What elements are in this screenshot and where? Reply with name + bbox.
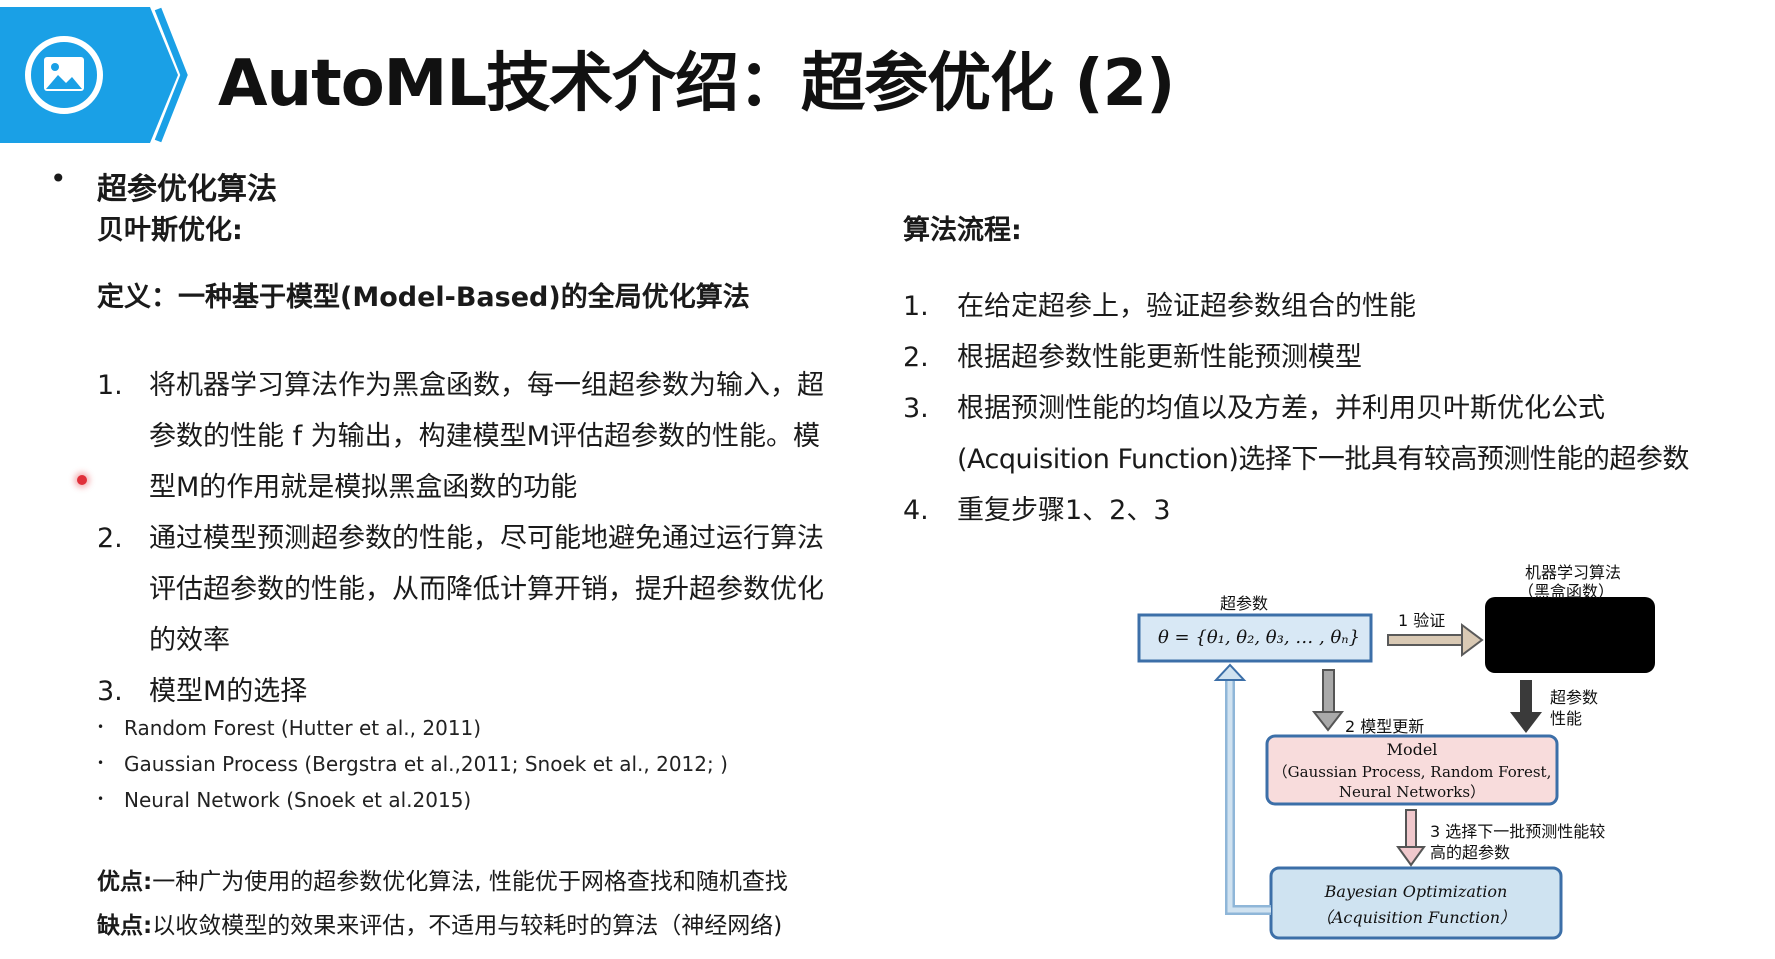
flow-number: 3. <box>903 393 929 424</box>
step-number: 3. <box>97 676 123 707</box>
flow-list: 1. 在给定超参上，验证超参数组合的性能 2. 根据超参数性能更新性能预测模型 … <box>903 281 1763 536</box>
flow-item-2: 2. 根据超参数性能更新性能预测模型 <box>903 332 1763 383</box>
bayesian-diagram: 超参数 θ = {θ₁, θ₂, θ₃, … , θₙ} 机器学习算法 （黑盒函… <box>1130 550 1670 950</box>
image-icon <box>22 33 106 117</box>
blackbox-label-1: 机器学习算法 <box>1525 563 1622 582</box>
flow-number: 2. <box>903 342 929 373</box>
cons-text: 以收敛模型的效果来评估，不适用与较耗时的算法（神经网络) <box>152 913 783 939</box>
cons: 缺点:以收敛模型的效果来评估，不适用与较耗时的算法（神经网络) <box>97 906 782 940</box>
flow-line: 根据超参数性能更新性能预测模型 <box>957 342 1362 373</box>
pros-text: 一种广为使用的超参数优化算法, 性能优于网格查找和随机查找 <box>152 869 788 895</box>
steps-list: 1. 将机器学习算法作为黑盒函数，每一组超参数为输入，超 参数的性能 f 为输出… <box>97 360 857 717</box>
flow-number: 4. <box>903 495 929 526</box>
model-item: • Neural Network (Snoek et al.2015) <box>97 788 817 824</box>
step-line: 型M的作用就是模拟黑盒函数的功能 <box>149 472 578 503</box>
model-item: • Gaussian Process (Bergstra et al.,2011… <box>97 752 817 788</box>
pros-label: 优点: <box>97 869 153 895</box>
step3-label-1: 3 选择下一批预测性能较 <box>1430 822 1606 841</box>
model-text: Neural Network (Snoek et al.2015) <box>124 788 472 812</box>
blackbox-label-2: （黑盒函数） <box>1518 582 1615 601</box>
model-title: Model <box>1386 740 1438 759</box>
step3-label-2: 高的超参数 <box>1430 843 1511 862</box>
step-item-3: 3. 模型M的选择 <box>97 666 857 717</box>
step2-label: 2 模型更新 <box>1345 717 1425 736</box>
flow-line: 在给定超参上，验证超参数组合的性能 <box>957 291 1416 322</box>
step-line: 将机器学习算法作为黑盒函数，每一组超参数为输入，超 <box>149 370 824 401</box>
step-item-2: 2. 通过模型预测超参数的性能，尽可能地避免通过运行算法 评估超参数的性能，从而… <box>97 513 857 666</box>
flow-line: 根据预测性能的均值以及方差，并利用贝叶斯优化公式 <box>957 393 1605 424</box>
model-text: Random Forest (Hutter et al., 2011) <box>124 716 482 740</box>
bullet-dot: • <box>97 756 105 770</box>
flow-item-4: 4. 重复步骤1、2、3 <box>903 485 1763 536</box>
step-line: 通过模型预测超参数的性能，尽可能地避免通过运行算法 <box>149 523 824 554</box>
flow-title: 算法流程: <box>903 215 1022 246</box>
model-list: • Random Forest (Hutter et al., 2011) • … <box>97 716 817 824</box>
pros: 优点:一种广为使用的超参数优化算法, 性能优于网格查找和随机查找 <box>97 862 788 896</box>
model-text: Gaussian Process (Bergstra et al.,2011; … <box>124 752 728 776</box>
step-line: 参数的性能 f 为输出，构建模型M评估超参数的性能。模 <box>149 421 820 452</box>
step-number: 2. <box>97 523 123 554</box>
bullet-dot: • <box>97 792 105 806</box>
step1-label: 1 验证 <box>1398 611 1446 630</box>
flow-line: 重复步骤1、2、3 <box>957 495 1171 526</box>
definition: 定义：一种基于模型(Model-Based)的全局优化算法 <box>97 282 750 313</box>
model-subtitle: （Gaussian Process, Random Forest, <box>1272 763 1552 781</box>
step-number: 1. <box>97 370 123 401</box>
pointer-dot <box>77 475 87 485</box>
bo-subtitle: （Acquisition Function） <box>1315 908 1517 927</box>
header-banner <box>0 7 190 143</box>
flow-number: 1. <box>903 291 929 322</box>
flow-item-1: 1. 在给定超参上，验证超参数组合的性能 <box>903 281 1763 332</box>
bo-title: Bayesian Optimization <box>1324 882 1508 901</box>
section-bullet: • <box>50 162 67 195</box>
cons-label: 缺点: <box>97 913 153 939</box>
hyperparam-label: 超参数 <box>1220 594 1269 613</box>
step-item-1: 1. 将机器学习算法作为黑盒函数，每一组超参数为输入，超 参数的性能 f 为输出… <box>97 360 857 513</box>
bullet-dot: • <box>97 720 105 734</box>
subsection-title: 贝叶斯优化: <box>97 215 243 246</box>
step-line: 的效率 <box>149 625 230 656</box>
flow-line: (Acquisition Function)选择下一批具有较高预测性能的超参数 <box>957 444 1689 475</box>
section-title: 超参优化算法 <box>97 172 277 207</box>
page-title: AutoML技术介绍：超参优化 (2) <box>218 47 1175 121</box>
flow-item-3: 3. 根据预测性能的均值以及方差，并利用贝叶斯优化公式 (Acquisition… <box>903 383 1763 485</box>
step-line: 评估超参数的性能，从而降低计算开销，提升超参数优化 <box>149 574 824 605</box>
diagram-shapes <box>1137 597 1655 940</box>
model-subtitle-2: Neural Networks） <box>1338 783 1486 801</box>
model-item: • Random Forest (Hutter et al., 2011) <box>97 716 817 752</box>
step-line: 模型M的选择 <box>149 676 308 707</box>
perf-label-2: 性能 <box>1550 709 1583 728</box>
theta-text: θ = {θ₁, θ₂, θ₃, … , θₙ} <box>1158 627 1361 648</box>
banner-shape <box>0 7 188 143</box>
perf-label-1: 超参数 <box>1550 688 1599 707</box>
